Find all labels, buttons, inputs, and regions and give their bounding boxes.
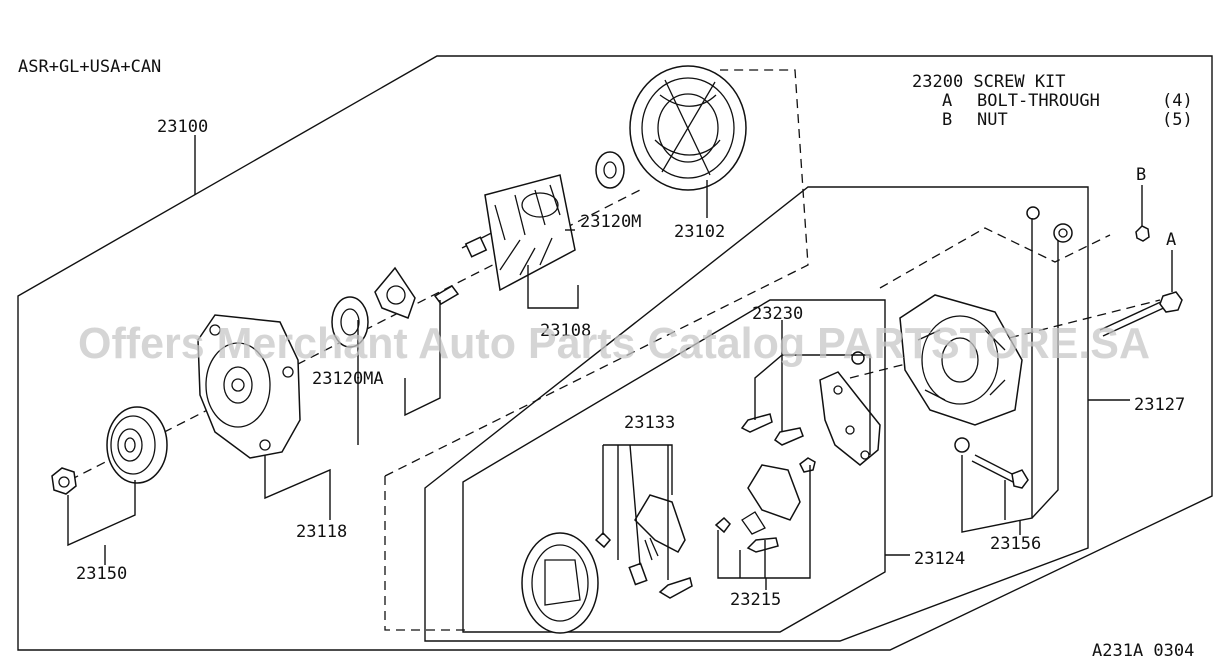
front-bracket-part [197,314,301,459]
callout-a-label: A [1166,230,1176,250]
frame-23124 [462,299,886,633]
screw-kit-title: 23200 SCREW KIT [912,72,1066,92]
part-label-23118: 23118 [296,522,347,542]
through-bolt-part [1099,291,1183,337]
leader-lines [67,135,1173,590]
regulator-part [714,464,801,553]
frame-23127 [424,186,1089,642]
part-label-23133: 23133 [624,413,675,433]
rectifier-part [819,351,881,466]
screw-kit-legend: 23200 SCREW KIT A BOLT-THROUGH (4) B NUT… [912,72,1193,130]
screw-kit-item-a-qty: (4) [1162,91,1193,111]
callout-b-label: B [1136,165,1146,185]
front-bearing-part [331,296,369,348]
terminal-bolt-part [954,437,1029,489]
rectifier-screws-part [740,413,816,473]
rotor-dashed-bracket [384,69,809,477]
part-label-23102: 23102 [674,222,725,242]
nut-part [51,467,77,495]
part-label-23120m: 23120M [580,212,641,232]
rear-nut-part [1135,225,1150,242]
screw-kit-item-a-key: A [942,91,952,111]
part-label-23215: 23215 [730,590,781,610]
part-label-23120ma: 23120MA [312,369,384,389]
frame-23108-dashed [384,476,468,631]
screw-kit-item-a-name: BOLT-THROUGH [977,91,1100,111]
retainer-screw-part [433,285,460,305]
cover-nuts-part [1026,206,1073,243]
centerline-rear [849,299,1161,379]
part-label-23156: 23156 [990,534,1041,554]
rear-cover-plate-part [521,532,599,634]
watermark-text: Offers Merchant Auto Parts Catalog PARTS… [78,319,1150,368]
pulley-part [106,406,168,484]
part-label-23127: 23127 [1134,395,1185,415]
rotor-part [461,174,576,292]
part-label-23150: 23150 [76,564,127,584]
screw-kit-item-b-name: NUT [977,110,1008,130]
rear-bracket-part [899,294,1023,426]
part-label-23230: 23230 [752,304,803,324]
brush-holder-part [594,494,693,599]
part-label-23108: 23108 [540,321,591,341]
screw-kit-item-b-key: B [942,110,952,130]
stator-part [629,65,747,191]
frame-23100 [17,55,1213,651]
bolt-guide-dashed [879,227,1111,289]
screw-kit-item-b-qty: (5) [1162,110,1193,130]
part-label-23100: 23100 [157,117,208,137]
part-label-23124: 23124 [914,549,965,569]
figure-code: A231A 0304 [1092,641,1194,661]
application-label: ASR+GL+USA+CAN [18,57,161,77]
rear-bearing-part [595,151,625,189]
bearing-retainer-part [374,266,416,319]
